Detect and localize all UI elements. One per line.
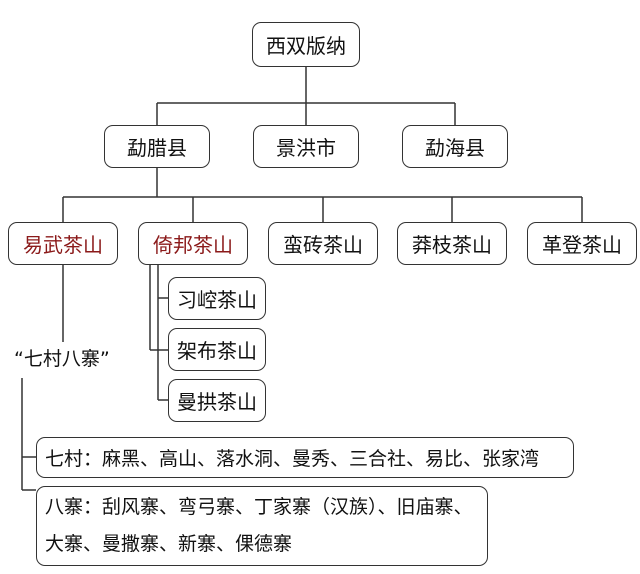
node-mountain-yiwu: 易武茶山 [8, 222, 118, 265]
node-seven-villages-label: 七村：麻黑、高山、落水洞、曼秀、三合社、易比、张家湾 [45, 448, 540, 470]
node-sub-xikong: 习崆茶山 [168, 277, 266, 320]
node-mountain-yiwu-label: 易武茶山 [23, 233, 103, 257]
node-county-mengla-label: 勐腊县 [127, 136, 187, 160]
node-county-jinghong-label: 景洪市 [276, 136, 336, 160]
node-county-mengla: 勐腊县 [104, 125, 210, 168]
node-sub-jiabu-label: 架布茶山 [177, 339, 257, 363]
node-seven-villages: 七村：麻黑、高山、落水洞、曼秀、三合社、易比、张家湾 [36, 437, 574, 478]
node-county-menghai: 勐海县 [402, 125, 508, 168]
node-sub-xikong-label: 习崆茶山 [177, 288, 257, 312]
node-mountain-gedeng-label: 革登茶山 [542, 233, 622, 257]
node-mountain-manzhuan-label: 蛮砖茶山 [283, 233, 363, 257]
node-mountain-yibang-label: 倚邦茶山 [153, 233, 233, 257]
node-sub-mangong: 曼拱茶山 [168, 379, 266, 422]
node-root: 西双版纳 [252, 22, 360, 67]
node-sub-mangong-label: 曼拱茶山 [177, 390, 257, 414]
node-sub-jiabu: 架布茶山 [168, 328, 266, 371]
node-mountain-manzhuan: 蛮砖茶山 [268, 222, 378, 265]
node-root-label: 西双版纳 [266, 34, 346, 58]
node-mountain-mangzhi: 莽枝茶山 [397, 222, 507, 265]
node-county-jinghong: 景洪市 [253, 125, 359, 168]
node-seven-villages-eight-hamlets: “七村八寨” [14, 348, 110, 370]
node-eight-hamlets: 八寨：刮风寨、弯弓寨、丁家寨（汉族）、旧庙寨、 大寨、曼撒寨、新寨、倮德寨 [36, 486, 488, 566]
node-county-menghai-label: 勐海县 [425, 136, 485, 160]
node-mountain-yibang: 倚邦茶山 [138, 222, 248, 265]
node-mountain-gedeng: 革登茶山 [527, 222, 637, 265]
node-mountain-mangzhi-label: 莽枝茶山 [412, 233, 492, 257]
node-eight-hamlets-line-2: 大寨、曼撒寨、新寨、倮德寨 [45, 533, 293, 555]
node-eight-hamlets-line-1: 八寨：刮风寨、弯弓寨、丁家寨（汉族）、旧庙寨、 [45, 496, 473, 518]
